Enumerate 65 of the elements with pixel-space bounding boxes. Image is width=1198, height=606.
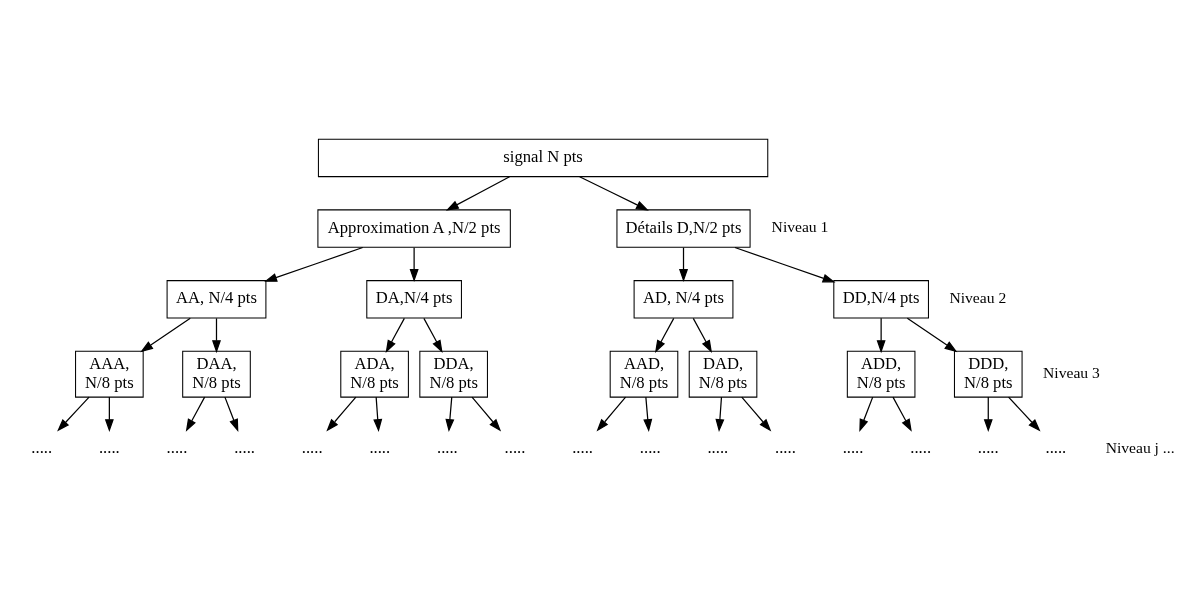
arrow [409,246,419,282]
node-text: ..... [842,437,864,457]
arrow [423,317,443,353]
arrow [373,396,383,432]
node-box: AAD, N/8 pts [609,350,679,398]
arrow [57,396,90,432]
node-box: DDA, N/8 pts [419,350,488,398]
arrow [692,317,713,353]
arrow [140,317,191,352]
arrow [741,396,772,432]
node-box: DAA, N/8 pts [182,350,251,398]
arrow [906,317,958,352]
arrow [596,396,627,432]
node-text: ..... [775,437,796,457]
node-box: AA, N/4 pts [166,279,267,319]
node-box: DA,N/4 pts [366,279,462,319]
arrow [734,246,836,282]
node-box: Approximation A ,N/2 pts [317,208,511,248]
arrow [445,396,455,432]
node-text: ..... [98,437,120,457]
arrow [579,175,649,211]
arrow [385,317,405,353]
arrow [892,396,912,432]
arrow [859,396,874,432]
arrow [1007,396,1041,432]
node-box: AAA, N/8 pts [75,350,144,398]
node-text: ..... [639,437,661,457]
arrow [185,396,206,432]
node-box: signal N pts [317,138,769,177]
node-box: ADD, N/8 pts [846,350,916,398]
node-text: ..... [234,437,255,457]
node-text: ..... [369,437,391,457]
arrow [211,317,222,353]
arrow [326,396,357,432]
node-text: ..... [301,437,323,457]
node-box: DAD, N/8 pts [688,350,758,398]
node-box: AD, N/4 pts [633,279,734,319]
node-text: ..... [1045,437,1067,457]
node-text: ..... [707,437,729,457]
arrow [643,396,653,432]
node-box: DDD, N/8 pts [953,350,1023,398]
node-box: ADA, N/8 pts [340,350,409,398]
label: Niveau 1 [771,217,829,235]
label: Niveau 2 [949,288,1007,306]
node-text: ..... [504,437,526,457]
arrow [679,246,689,282]
node-text: ..... [910,437,932,457]
arrow [983,396,993,432]
arrow [655,317,675,353]
node-box: Détails D,N/2 pts [616,208,751,248]
arrow [471,396,502,432]
node-text: ..... [437,437,458,457]
node-text: ..... [572,437,594,457]
node-box: DD,N/4 pts [833,279,929,319]
arrow [224,396,239,432]
arrow [104,396,114,432]
label: Niveau j ... [1105,438,1175,456]
arrow [445,175,511,211]
node-text: ..... [166,437,188,457]
arrow [876,317,886,353]
node-text: ..... [977,437,999,457]
arrow [264,246,364,282]
node-text: ..... [31,437,53,457]
arrow [715,396,725,432]
label: Niveau 3 [1043,363,1100,381]
